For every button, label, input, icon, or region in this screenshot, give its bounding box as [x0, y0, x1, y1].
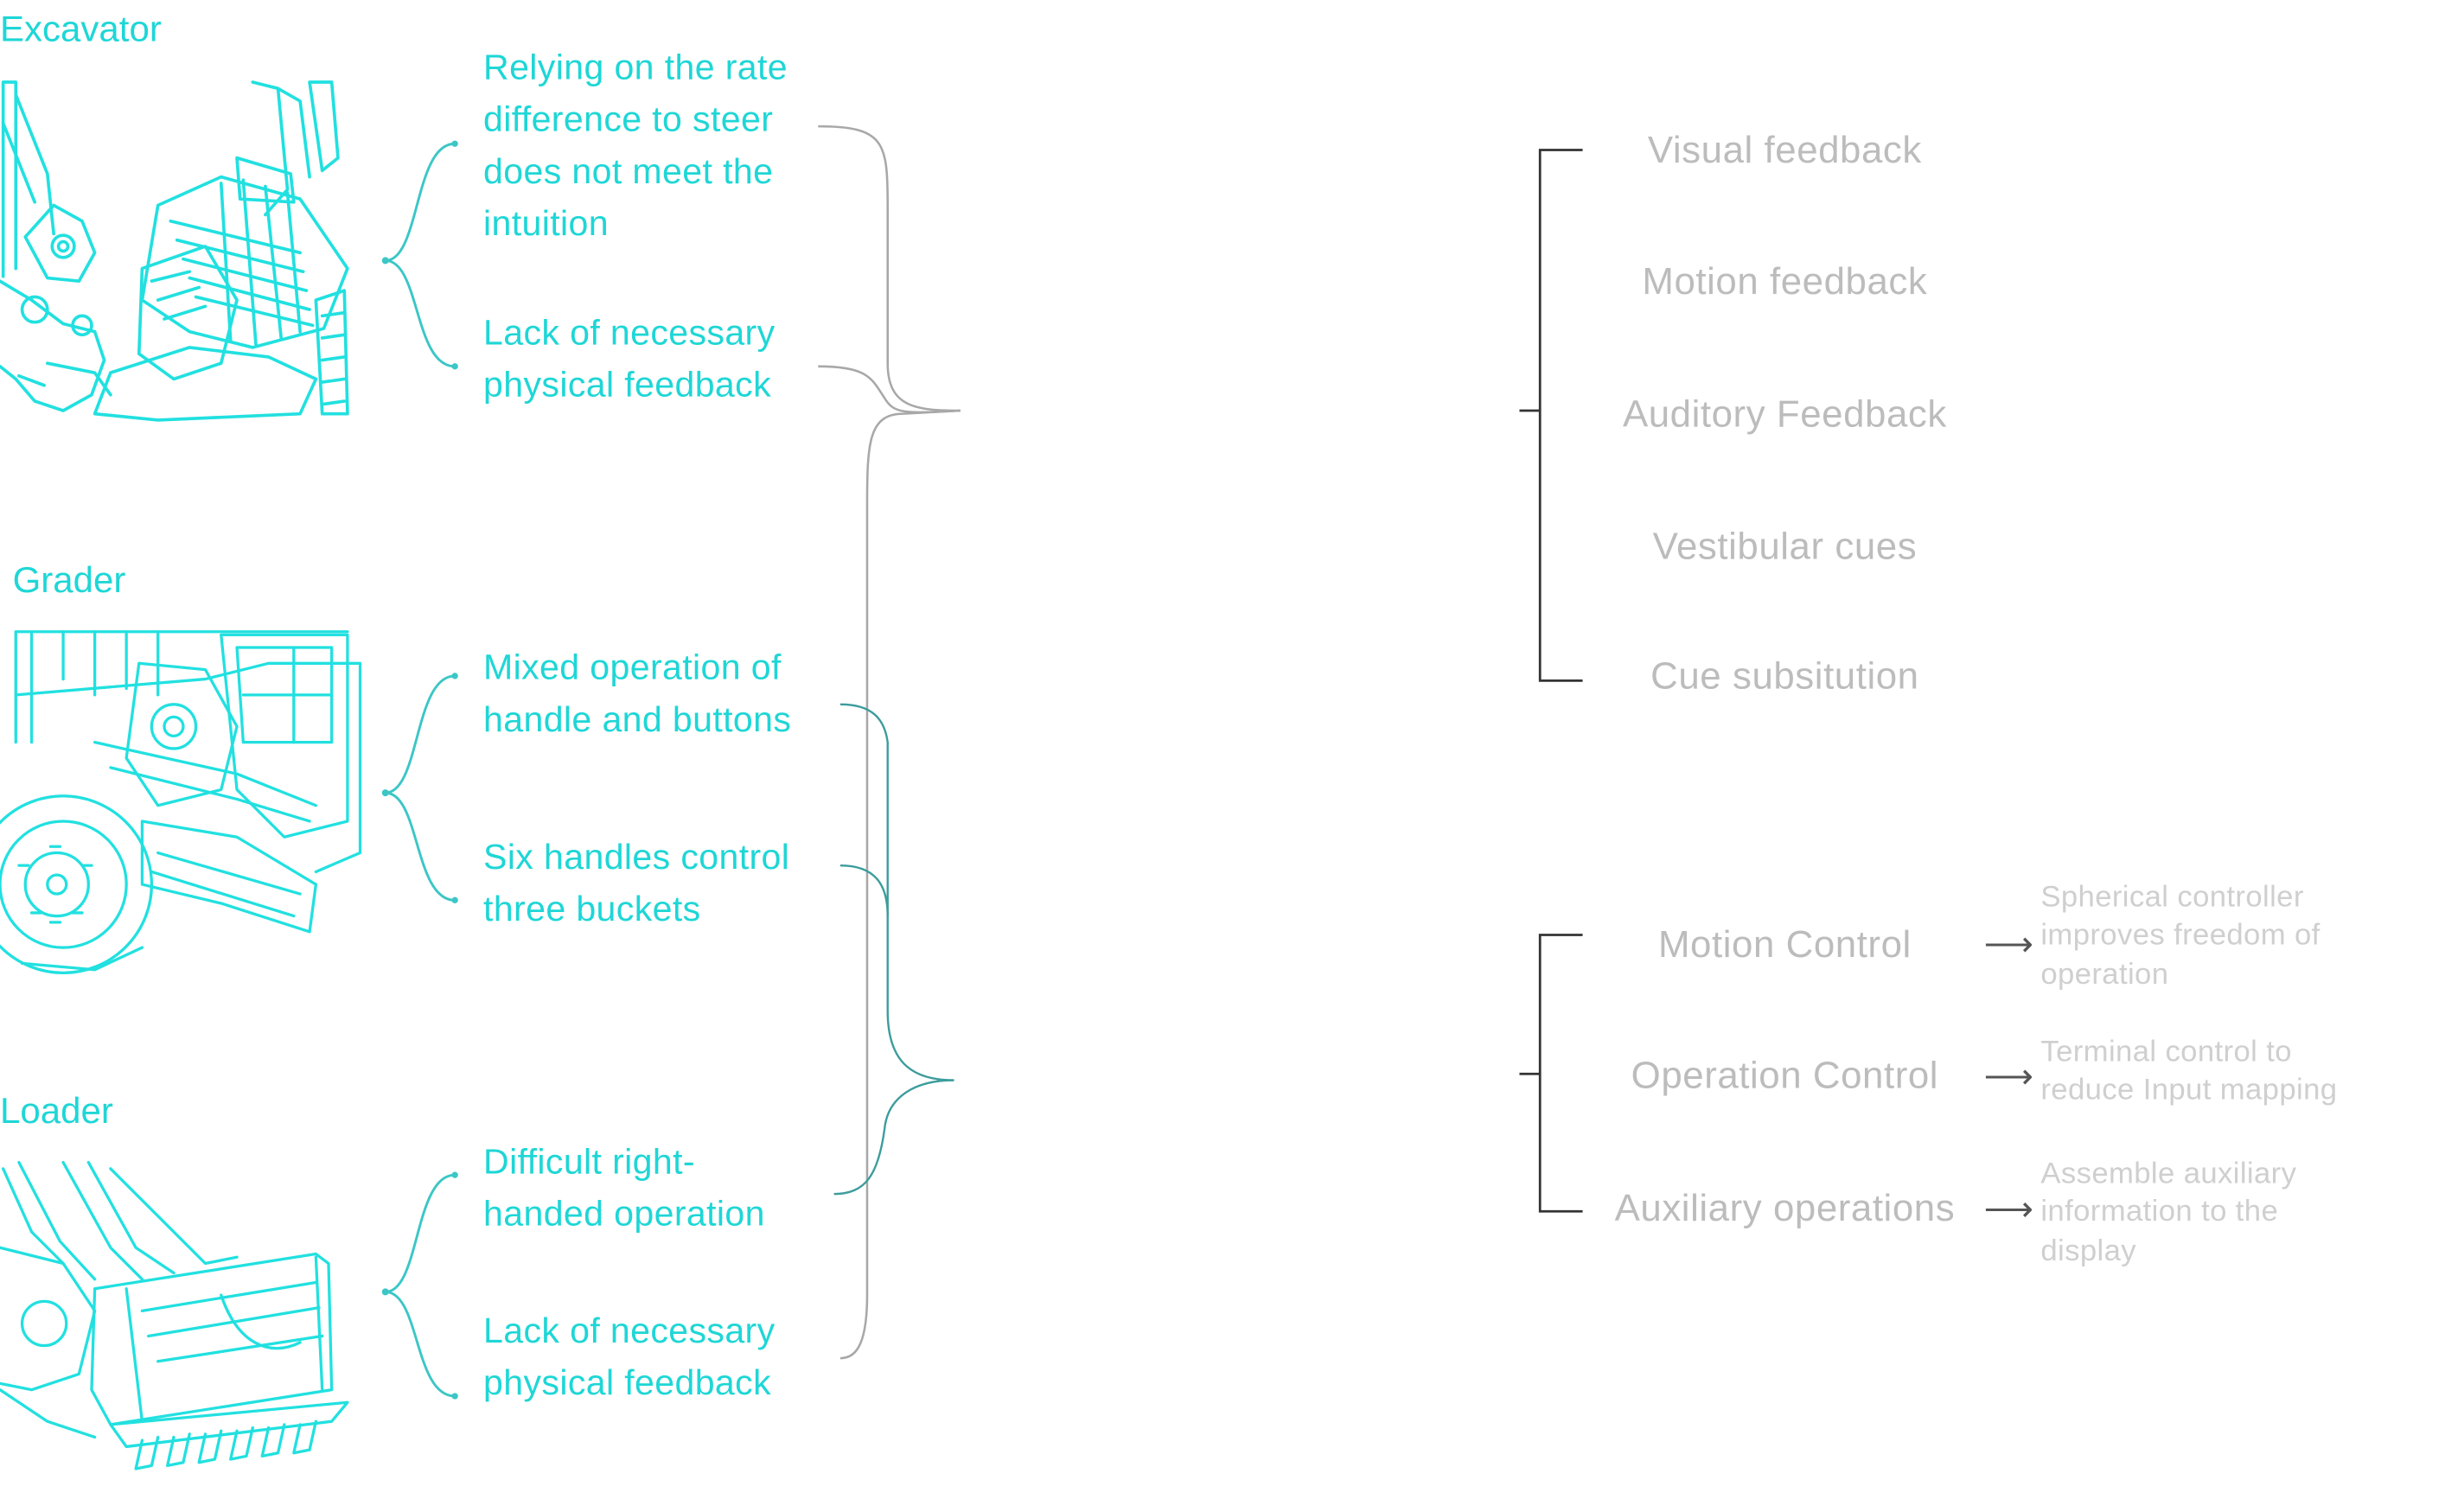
note-line: display: [2040, 1234, 2136, 1269]
note-line: Terminal control to: [2040, 1036, 2292, 1069]
feedback-item-visual: Visual feedback: [1647, 129, 1922, 173]
brace-dots: [381, 140, 458, 1400]
control-bracket: [1519, 934, 1583, 1213]
arrow-right-icon: ⟶: [1983, 923, 2034, 964]
note-line: information to the: [2040, 1195, 2279, 1229]
note-line: Assemble auxiliary: [2040, 1158, 2297, 1191]
excavator-illustration: [0, 80, 349, 422]
issue-braces: [385, 142, 456, 1398]
note-line: reduce Input mapping: [2040, 1074, 2338, 1107]
machine-title-grader: Grader: [12, 558, 126, 601]
note-line: Spherical controller: [2040, 881, 2304, 915]
arrow-right-icon: ⟶: [1983, 1056, 2034, 1096]
control-item-operation: Operation Control: [1631, 1055, 1939, 1098]
issue-line: does not meet the: [483, 151, 774, 192]
issue-connectors-grey: [818, 124, 961, 1360]
machine-title-loader: Loader: [0, 1089, 113, 1132]
feedback-item-motion: Motion feedback: [1642, 260, 1928, 303]
issue-line: Six handles control: [483, 837, 790, 877]
issue-line: handle and buttons: [483, 699, 792, 739]
issue-line: physical feedback: [483, 365, 772, 405]
feedback-item-vestibular: Vestibular cues: [1652, 526, 1918, 569]
feedback-item-cue-substitution: Cue subsitution: [1650, 655, 1919, 698]
control-item-auxiliary: Auxiliary operations: [1614, 1187, 1956, 1231]
issue-line: Lack of necessary: [483, 312, 776, 353]
control-item-motion: Motion Control: [1657, 923, 1912, 967]
arrow-right-icon: ⟶: [1983, 1189, 2034, 1229]
issue-line: handed operation: [483, 1194, 765, 1234]
feedback-bracket: [1519, 149, 1583, 682]
note-line: improves freedom of: [2040, 919, 2320, 953]
issue-line: Difficult right-: [483, 1141, 695, 1182]
issue-line: Mixed operation of: [483, 647, 782, 687]
issue-line: Lack of necessary: [483, 1311, 776, 1350]
machine-title-excavator: Excavator: [0, 8, 162, 49]
issue-line: difference to steer: [483, 99, 774, 139]
feedback-item-auditory: Auditory Feedback: [1622, 392, 1947, 437]
issue-line: intuition: [483, 203, 610, 244]
loader-illustration: [0, 1160, 349, 1470]
issue-line: Relying on the rate: [483, 47, 788, 87]
note-line: operation: [2040, 958, 2169, 992]
issue-line: three buckets: [483, 889, 701, 929]
grader-illustration: [0, 630, 362, 974]
issue-connectors-cyan: [833, 703, 954, 1196]
issue-line: physical feedback: [483, 1362, 772, 1403]
